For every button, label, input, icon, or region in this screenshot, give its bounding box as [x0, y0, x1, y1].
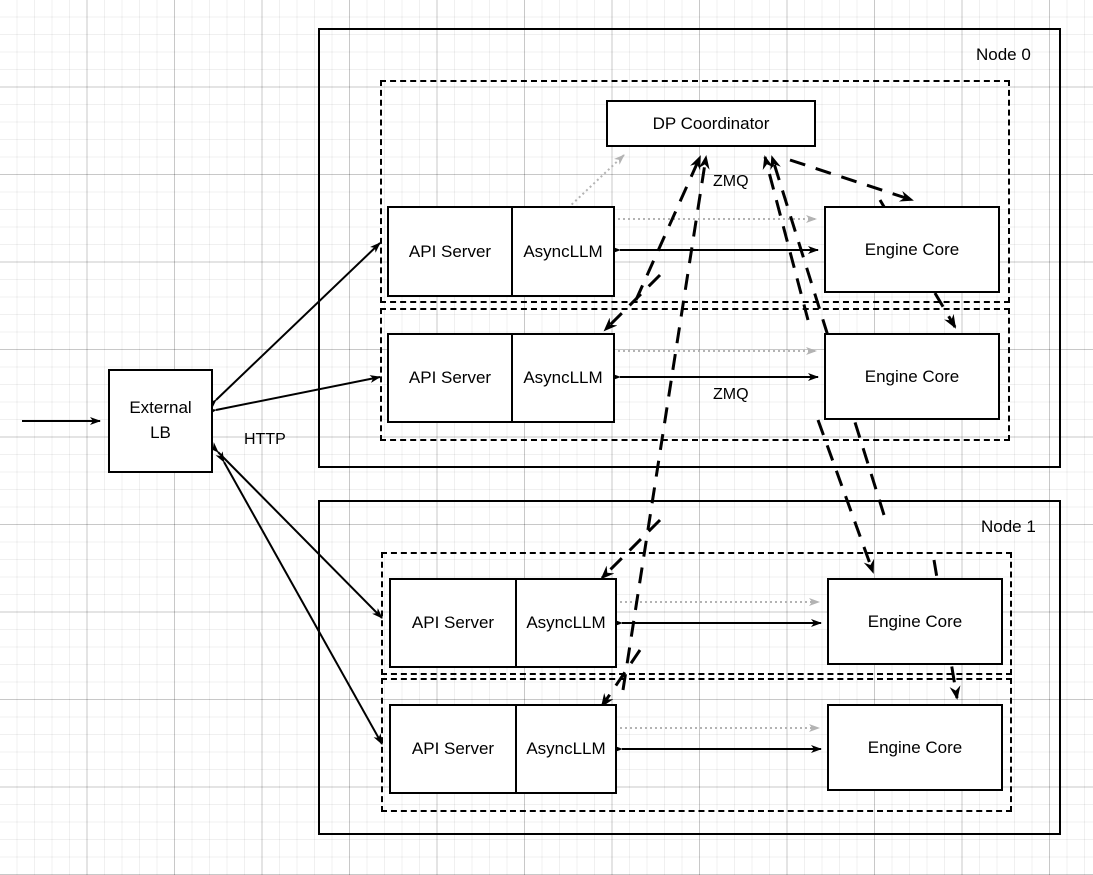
api-server-cell-3[interactable]: API Server: [391, 706, 517, 792]
asyncllm-cell-3[interactable]: AsyncLLM: [526, 739, 606, 758]
api-server-cell-2[interactable]: API Server: [391, 580, 517, 666]
asyncllm-cell-1[interactable]: AsyncLLM: [523, 368, 603, 387]
engine-core-box-0[interactable]: Engine Core: [824, 206, 1000, 293]
api-server-cell-0[interactable]: API Server: [389, 208, 513, 295]
frontend-box-3[interactable]: API Server AsyncLLM: [389, 704, 617, 794]
dp-group-0: [380, 80, 1010, 303]
engine-core-label-3: Engine Core: [867, 737, 963, 757]
dp-group-1: [380, 308, 1010, 441]
external-lb-box[interactable]: External LB: [108, 369, 213, 473]
engine-core-label-2: Engine Core: [867, 611, 963, 631]
node-label-1: Node 1: [981, 517, 1036, 536]
engine-core-box-1[interactable]: Engine Core: [824, 333, 1000, 420]
frontend-box-1[interactable]: API Server AsyncLLM: [387, 333, 615, 423]
zmq-label-1: ZMQ: [713, 386, 749, 403]
external-lb-label-line2: LB: [150, 423, 171, 442]
dp-group-2: [381, 552, 1012, 675]
dp-group-3: [381, 678, 1012, 812]
engine-core-label-1: Engine Core: [864, 366, 960, 386]
frontend-box-2[interactable]: API Server AsyncLLM: [389, 578, 617, 668]
asyncllm-cell-0[interactable]: AsyncLLM: [523, 241, 603, 261]
external-lb-label-line1: External: [129, 398, 192, 418]
engine-core-box-2[interactable]: Engine Core: [827, 578, 1003, 665]
engine-core-box-3[interactable]: Engine Core: [827, 704, 1003, 791]
http-edge-label: HTTP: [244, 431, 286, 448]
node-frame-1: [318, 500, 1061, 835]
node-label-0: Node 0: [976, 45, 1031, 64]
dp-coordinator-box[interactable]: DP Coordinator: [606, 100, 816, 147]
node-frame-0: [318, 28, 1061, 468]
frontend-box-0[interactable]: API Server AsyncLLM: [387, 206, 615, 297]
asyncllm-cell-2[interactable]: AsyncLLM: [526, 613, 606, 632]
api-server-cell-1[interactable]: API Server: [389, 335, 513, 421]
engine-core-label-0: Engine Core: [864, 239, 960, 259]
zmq-label-0: ZMQ: [713, 173, 749, 190]
dp-coordinator-label: DP Coordinator: [652, 113, 770, 133]
